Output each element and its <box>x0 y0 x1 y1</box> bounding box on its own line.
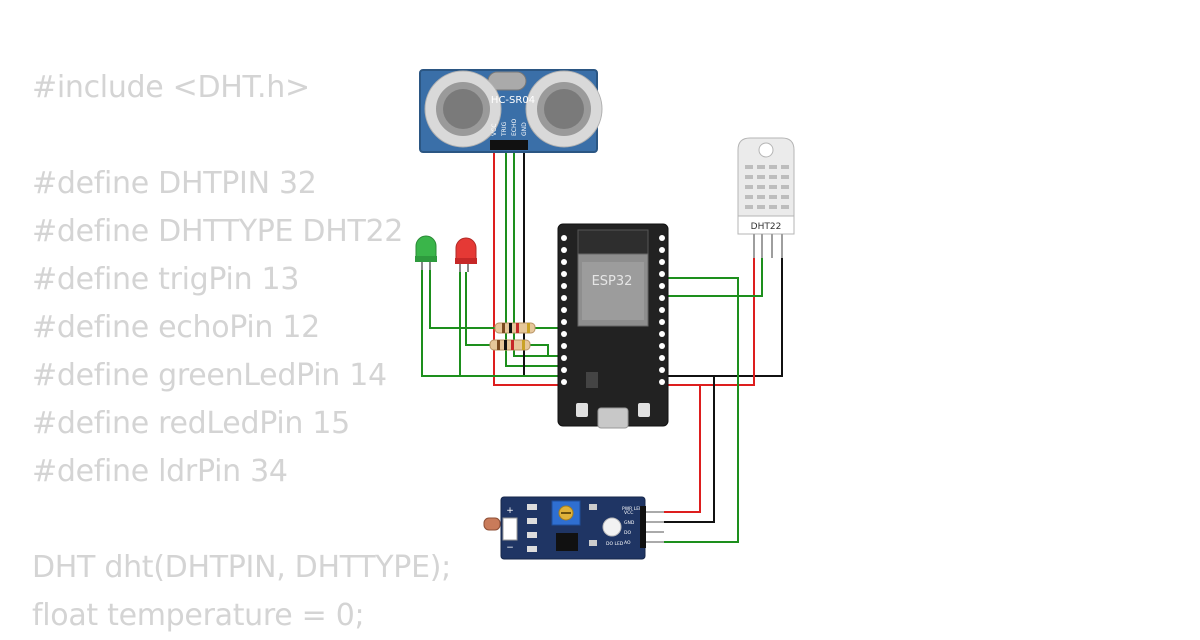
svg-text:−: − <box>506 543 514 553</box>
do-led-label: DO LED <box>606 541 624 547</box>
dht-model-label: DHT22 <box>751 222 782 232</box>
ultrasonic-model-label: HC-SR04 <box>491 95 535 106</box>
esp32-board: ESP32 <box>557 223 669 429</box>
code-line: #define greenLedPin 14 <box>32 358 387 393</box>
wire-green-led-anode <box>429 270 495 329</box>
wire-red-led-anode <box>465 272 490 346</box>
esp32-left-pins <box>561 235 567 385</box>
esp32-button-right <box>638 403 650 417</box>
pin-label-echo: ECHO <box>511 119 518 136</box>
wire-red-led-res <box>530 344 565 357</box>
pwr-led-label: PWR LED <box>622 506 643 512</box>
resistor-red-led <box>489 339 531 351</box>
code-line: #define ldrPin 34 <box>32 454 288 489</box>
ldr-pin-ao: AO <box>624 540 631 546</box>
ultrasonic-sensor: HC-SR04 VCC TRIG ECHO GND <box>419 69 603 153</box>
code-line: #define DHTPIN 32 <box>32 166 317 201</box>
esp32-button-left <box>576 403 588 417</box>
ldr-module: + − PWR LED DO LED VCC GND DO AO <box>483 496 664 560</box>
ldr-pin-do: DO <box>624 530 631 536</box>
code-line: #define redLedPin 15 <box>32 406 350 441</box>
wire-green-led-cathode <box>421 270 565 377</box>
code-line: DHT dht(DHTPIN, DHTTYPE); <box>32 550 451 585</box>
code-line: #define echoPin 12 <box>32 310 320 345</box>
green-led <box>415 235 437 270</box>
pin-label-gnd: GND <box>521 122 528 136</box>
usb-port <box>597 407 629 429</box>
dht22-sensor: DHT22 <box>737 137 795 258</box>
code-listing: #include <DHT.h> #define DHTPIN 32 #defi… <box>32 64 451 640</box>
code-line: float temperature = 0; <box>32 598 365 633</box>
pin-label-vcc: VCC <box>491 124 498 136</box>
code-line: #include <DHT.h> <box>32 70 310 105</box>
wire-ultrasonic-trig <box>505 152 565 367</box>
comparator-chip <box>556 533 578 551</box>
esp32-label: ESP32 <box>592 274 633 289</box>
ldr-pin-vcc: VCC <box>624 510 633 516</box>
red-led <box>455 237 477 272</box>
resistor-green-led <box>494 322 536 334</box>
svg-text:+: + <box>506 506 514 516</box>
photoresistor <box>483 517 501 531</box>
code-line: #define DHTTYPE DHT22 <box>32 214 404 249</box>
wire-ldr-gnd <box>664 376 715 523</box>
pin-label-trig: TRIG <box>501 121 508 137</box>
wire-dht-vcc <box>700 258 755 386</box>
ldr-pin-gnd: GND <box>624 520 635 526</box>
esp32-right-pins <box>659 235 665 385</box>
code-line: #define trigPin 13 <box>32 262 300 297</box>
